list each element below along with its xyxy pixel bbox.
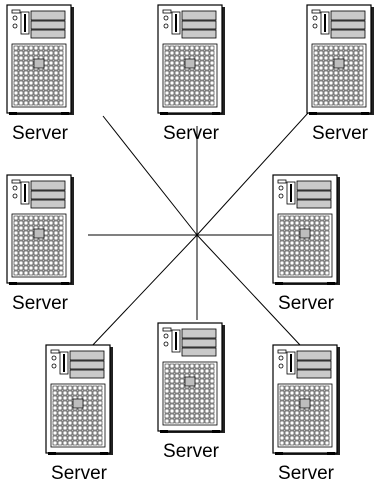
server-node-top-right: Server (306, 4, 384, 144)
server-tower-icon (272, 344, 340, 455)
server-tower-icon (157, 4, 225, 115)
server-tower-icon (6, 4, 74, 115)
server-node-top-left: Server (6, 4, 86, 144)
server-node-bottom-right: Server (272, 344, 352, 484)
server-label: Server (278, 463, 334, 484)
server-tower-icon (45, 344, 113, 455)
link-bottom-right (196, 234, 301, 346)
link-bottom-left (89, 234, 198, 349)
server-label: Server (163, 123, 219, 144)
server-node-middle-right: Server (272, 174, 352, 314)
link-top-right (196, 101, 319, 236)
server-label: Server (278, 293, 334, 314)
server-node-bottom-center: Server (157, 322, 237, 462)
link-top-left (102, 115, 198, 236)
server-label: Server (51, 463, 107, 484)
server-tower-icon (6, 174, 74, 285)
server-tower-icon (272, 174, 340, 285)
server-label: Server (12, 293, 68, 314)
server-label: Server (312, 123, 368, 144)
server-label: Server (163, 441, 219, 462)
server-node-top-center: Server (157, 4, 237, 144)
server-node-bottom-left: Server (45, 344, 125, 484)
server-node-middle-left: Server (6, 174, 86, 314)
server-label: Server (12, 123, 68, 144)
server-tower-icon (306, 4, 374, 115)
server-tower-icon (157, 322, 225, 433)
